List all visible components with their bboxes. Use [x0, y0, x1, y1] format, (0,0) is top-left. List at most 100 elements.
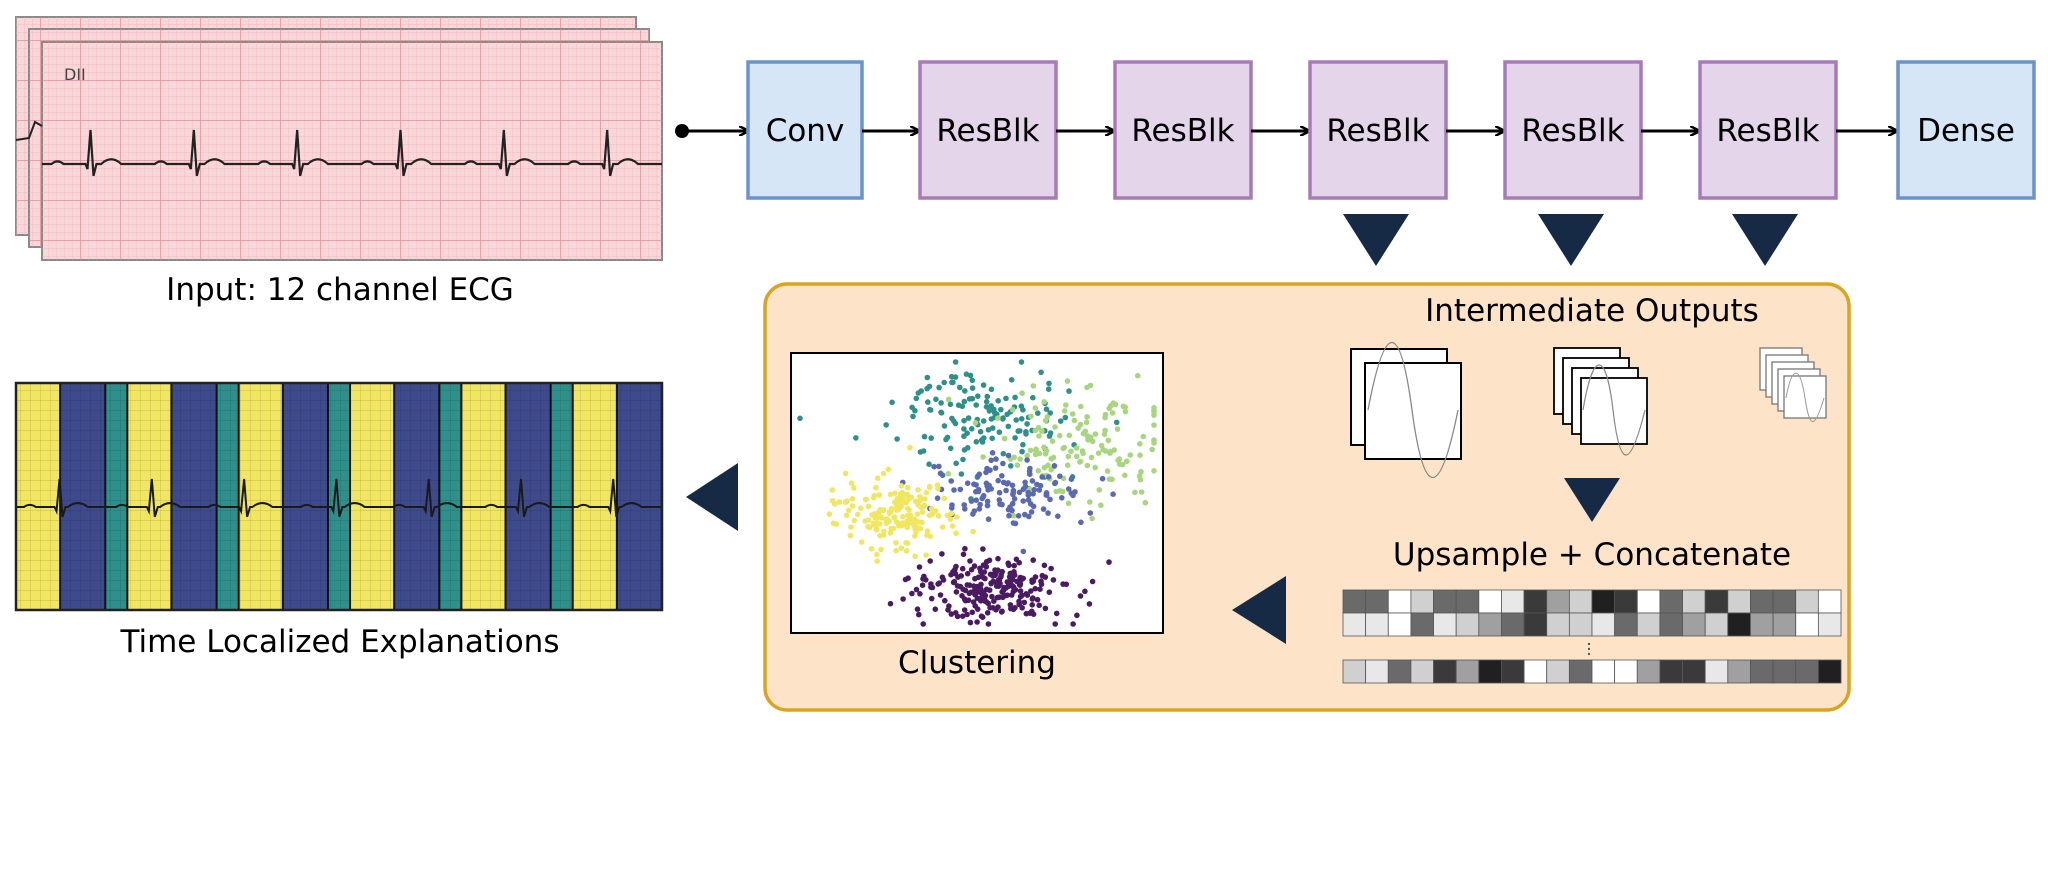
block-label-5: ResBlk [1716, 113, 1819, 149]
matrix-cell [1501, 589, 1525, 614]
block-label-0: Conv [766, 113, 845, 149]
down-triangle-1 [1343, 214, 1409, 266]
cluster-purple [887, 545, 1112, 627]
matrix-cell [1704, 659, 1729, 684]
matrix-cell [1546, 589, 1570, 614]
output-caption: Time Localized Explanations [120, 624, 560, 660]
matrix-cell [1682, 612, 1706, 637]
matrix-cell [1591, 659, 1616, 684]
matrix-cell [1772, 589, 1797, 614]
matrix-cell [1659, 659, 1683, 684]
matrix-cell [1478, 659, 1502, 684]
intermediate-output-1 [1350, 342, 1462, 478]
ecg-trace [42, 129, 662, 177]
matrix-cell [1387, 589, 1412, 614]
matrix-cell [1365, 659, 1389, 684]
matrix-cell [1727, 659, 1751, 684]
block-dense-6 [1896, 60, 2036, 200]
matrix-cell [1546, 612, 1570, 637]
block-label-6: Dense [1917, 113, 2015, 149]
matrix-cell [1501, 659, 1525, 684]
matrix-cell [1614, 589, 1638, 614]
matrix-cell [1704, 589, 1729, 614]
matrix-cell [1704, 612, 1729, 637]
matrix-cell [1817, 659, 1842, 684]
matrix-cell [1387, 612, 1412, 637]
block-label-2: ResBlk [1131, 113, 1234, 149]
left-triangle-to-clustering [1232, 576, 1286, 644]
matrix-cell [1727, 589, 1751, 614]
matrix-cell [1591, 612, 1616, 637]
down-triangle-3 [1732, 214, 1798, 266]
matrix-cell [1568, 589, 1593, 614]
output-frame [14, 381, 664, 612]
matrix-cell [1614, 659, 1638, 684]
matrix-cell [1568, 659, 1593, 684]
cluster-blue [900, 450, 1116, 555]
intermediate-output-2 [1553, 347, 1648, 456]
intermediate-outputs-title: Intermediate Outputs [1425, 293, 1759, 329]
matrix-cell [1342, 612, 1367, 637]
matrix-cell [1682, 589, 1706, 614]
upsample-title: Upsample + Concatenate [1393, 537, 1791, 573]
output-grid [16, 383, 662, 610]
matrix-cell [1636, 659, 1661, 684]
block-resblk-5 [1698, 60, 1838, 200]
matrix-cell [1410, 589, 1434, 614]
clustering-scatter [797, 359, 1157, 627]
matrix-cell [1365, 612, 1389, 637]
down-triangle-upsample [1564, 478, 1620, 522]
output-ecg-trace [16, 478, 662, 518]
matrix-cell [1795, 612, 1819, 637]
matrix-cell [1795, 659, 1819, 684]
matrix-cell [1591, 589, 1616, 614]
matrix-cell [1636, 612, 1661, 637]
intermediate-output-3 [1759, 347, 1827, 422]
matrix-cell [1365, 589, 1389, 614]
matrix-cell [1772, 612, 1797, 637]
matrix-cell [1659, 589, 1683, 614]
block-resblk-4 [1503, 60, 1643, 200]
matrix-cell [1659, 612, 1683, 637]
block-resblk-3 [1308, 60, 1448, 200]
output-explanation [14, 381, 664, 612]
cluster-green [945, 372, 1157, 522]
matrix-cell [1455, 589, 1480, 614]
matrix-cell [1523, 659, 1548, 684]
clustering-caption: Clustering [898, 645, 1056, 681]
matrix-cell [1478, 589, 1502, 614]
matrix-cell [1682, 659, 1706, 684]
matrix-cell [1455, 659, 1480, 684]
matrix-cell [1523, 612, 1548, 637]
ecg-lead-label: DII [64, 65, 86, 84]
matrix-cell [1455, 612, 1480, 637]
input-ecg-stack: DII [15, 16, 663, 261]
ecg-back-trace-stub [15, 120, 43, 141]
down-triangle-2 [1538, 214, 1604, 266]
matrix-cell [1817, 612, 1842, 637]
matrix-cell [1387, 659, 1412, 684]
matrix-ellipsis [1587, 642, 1591, 656]
input-caption: Input: 12 channel ECG [166, 272, 514, 308]
matrix-cell [1817, 589, 1842, 614]
matrix-cell [1342, 589, 1367, 614]
ecg-sheet-front-grid [42, 42, 662, 260]
matrix-cell [1342, 659, 1367, 684]
block-label-4: ResBlk [1521, 113, 1624, 149]
matrix-cell [1750, 589, 1774, 614]
matrix-cell [1478, 612, 1502, 637]
matrix-cell [1433, 589, 1457, 614]
matrix-cell [1636, 589, 1661, 614]
block-conv-0 [746, 60, 864, 200]
matrix-cell [1501, 612, 1525, 637]
matrix-cell [1614, 612, 1638, 637]
cluster-yellow [826, 444, 976, 564]
matrix-cell [1433, 612, 1457, 637]
matrix-cell [1772, 659, 1797, 684]
concatenated-feature-matrix [1342, 589, 1842, 684]
matrix-cell [1546, 659, 1570, 684]
block-label-3: ResBlk [1326, 113, 1429, 149]
matrix-cell [1795, 589, 1819, 614]
